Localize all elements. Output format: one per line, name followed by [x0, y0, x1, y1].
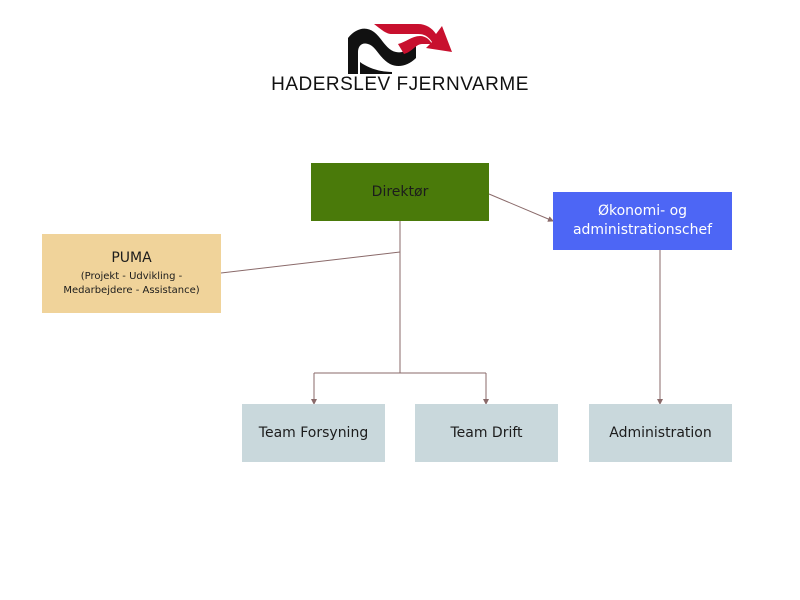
node-team-forsyning: Team Forsyning: [242, 404, 385, 462]
node-finance-chief-label: Økonomi- og administrationschef: [572, 203, 713, 238]
connector-director-finance: [488, 193, 554, 222]
node-team-drift: Team Drift: [415, 404, 558, 462]
node-finance-chief: Økonomi- og administrationschef: [553, 192, 732, 250]
node-team-forsyning-label: Team Forsyning: [258, 424, 369, 441]
node-puma-sublabel: (Projekt - Udvikling - Medarbejdere - As…: [63, 271, 200, 296]
node-puma-label: PUMA: [111, 250, 152, 266]
node-puma: PUMA (Projekt - Udvikling - Medarbejdere…: [42, 234, 221, 313]
node-director: Direktør: [311, 163, 489, 221]
connector-director-puma: [220, 251, 401, 274]
node-administration-label: Administration: [609, 424, 712, 441]
node-team-drift-label: Team Drift: [450, 424, 523, 441]
node-director-label: Direktør: [371, 183, 429, 200]
logo-wordmark: HADERSLEV FJERNVARME: [271, 74, 529, 95]
haderslev-fjernvarme-logo-icon: [348, 24, 452, 74]
node-administration: Administration: [589, 404, 732, 462]
